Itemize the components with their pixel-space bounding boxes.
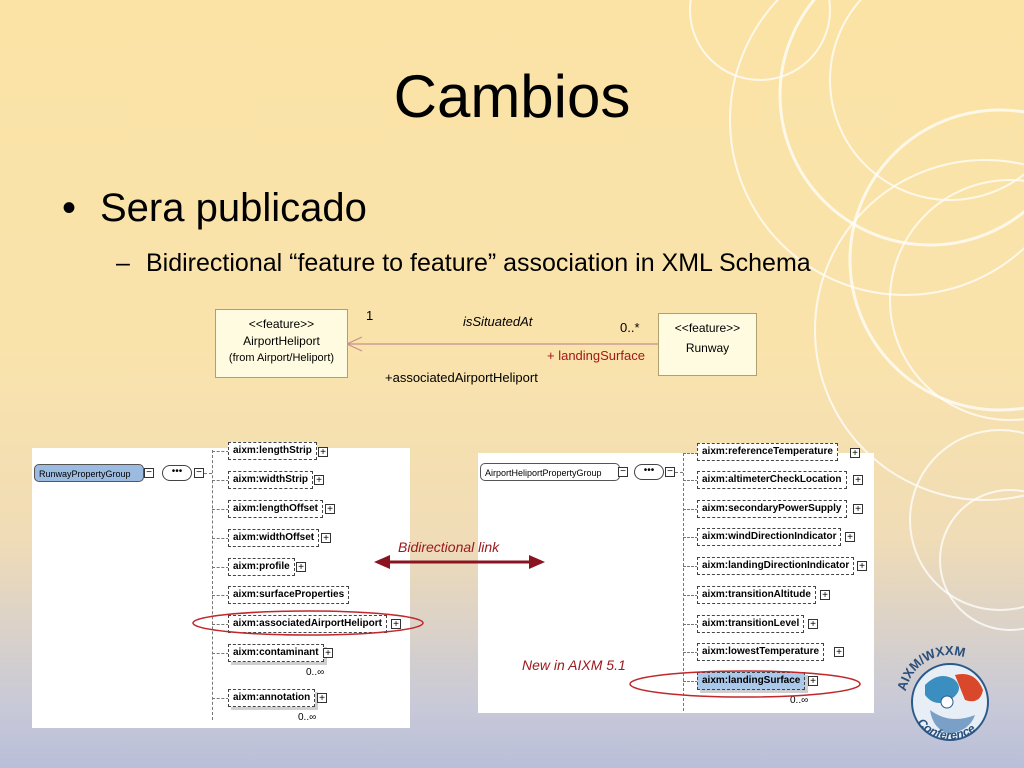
schema-element: aixm:altimeterCheckLocation — [697, 471, 847, 489]
collapse-icon: − — [144, 468, 154, 478]
uml-multiplicity-left: 1 — [366, 308, 374, 323]
schema-element: aixm:widthOffset — [228, 529, 320, 547]
highlight-ellipse-associatedairportheliport — [192, 610, 424, 636]
bullet-level1: • Sera publicado — [62, 186, 367, 231]
expand-icon: + — [808, 676, 818, 687]
bullet-dash: – — [116, 249, 130, 277]
schema-element: aixm:referenceTemperature — [697, 443, 838, 461]
expand-icon: + — [317, 693, 327, 704]
collapse-icon: − — [618, 467, 628, 477]
uml-class-runway: <<feature>> Runway — [658, 313, 757, 376]
schema-element: aixm:contaminant — [228, 644, 324, 662]
bidirectional-link-label: Bidirectional link — [398, 539, 500, 555]
highlight-ellipse-landingsurface — [629, 670, 861, 698]
sequence-icon: ••• — [634, 464, 664, 480]
bullet-level1-text: Sera publicado — [100, 186, 367, 230]
collapse-icon: − — [194, 468, 204, 478]
expand-icon: + — [845, 532, 855, 543]
uml-role-associatedairportheliport: +associatedAirportHeliport — [385, 370, 538, 385]
new-in-aixm-label: New in AIXM 5.1 — [522, 657, 626, 673]
schema-element: aixm:associatedAirportHeliport — [228, 615, 387, 633]
schema-element: aixm:landingDirectionIndicator — [697, 557, 855, 575]
collapse-icon: − — [665, 467, 675, 477]
expand-icon: + — [321, 533, 331, 544]
schema-element: aixm:profile — [228, 558, 295, 576]
schema-element: aixm:transitionAltitude — [697, 586, 816, 604]
bullet-level2-text: Bidirectional “feature to feature” assoc… — [146, 249, 811, 277]
expand-icon: + — [857, 561, 867, 572]
uml-stereotype: <<feature>> — [674, 321, 741, 335]
schema-element-landingsurface: aixm:landingSurface — [697, 672, 806, 690]
expand-icon: + — [808, 619, 818, 630]
uml-stereotype: <<feature>> — [248, 317, 315, 331]
schema-element: aixm:lengthStrip — [228, 442, 317, 460]
expand-icon: + — [850, 448, 860, 459]
uml-role-landingsurface: + landingSurface — [547, 348, 645, 363]
occurrence-label: 0..∞ — [790, 695, 809, 706]
schema-element: aixm:widthStrip — [228, 471, 314, 489]
schema-element: aixm:lengthOffset — [228, 500, 324, 518]
expand-icon: + — [853, 504, 863, 515]
expand-icon: + — [314, 475, 324, 486]
uml-class-name: AirportHeliport — [243, 334, 320, 348]
slide-title: Cambios — [393, 63, 631, 130]
bullet-dot: • — [62, 186, 77, 230]
bidirectional-arrow — [374, 555, 545, 569]
schema-element: aixm:transitionLevel — [697, 615, 805, 633]
occurrence-label: 0..∞ — [298, 712, 317, 723]
expand-icon: + — [323, 648, 333, 659]
expand-icon: + — [820, 590, 830, 601]
schema-element: aixm:surfaceProperties — [228, 586, 350, 604]
uml-class-airportheliport: <<feature>> AirportHeliport (from Airpor… — [215, 309, 348, 378]
group-airportheliportpropertygroup: AirportHeliportPropertyGroup — [480, 463, 620, 481]
schema-panel-runway: RunwayPropertyGroup − ••• − aixm:lengthS… — [32, 442, 410, 728]
expand-icon: + — [391, 619, 401, 630]
schema-element: aixm:windDirectionIndicator — [697, 528, 842, 546]
aixm-wxxm-conference-logo: AIXM/WXXM Conference — [895, 643, 989, 742]
expand-icon: + — [296, 562, 306, 573]
occurrence-label: 0..∞ — [306, 667, 325, 678]
schema-element: aixm:secondaryPowerSupply — [697, 500, 847, 518]
schema-element: aixm:lowestTemperature — [697, 643, 825, 661]
expand-icon: + — [318, 447, 328, 458]
expand-icon: + — [834, 647, 844, 658]
sequence-icon: ••• — [162, 465, 192, 481]
uml-class-name: Runway — [685, 341, 730, 355]
uml-association-name: isSituatedAt — [463, 314, 533, 329]
uml-multiplicity-right: 0..* — [620, 320, 640, 335]
expand-icon: + — [325, 504, 335, 515]
uml-from-package: (from Airport/Heliport) — [228, 352, 335, 364]
bullet-level2: –Bidirectional “feature to feature” asso… — [116, 249, 811, 278]
schema-panel-airportheliport: AirportHeliportPropertyGroup − ••• − aix… — [478, 443, 874, 713]
expand-icon: + — [853, 475, 863, 486]
schema-element: aixm:annotation — [228, 689, 316, 707]
group-runwaypropertygroup: RunwayPropertyGroup — [34, 464, 144, 482]
